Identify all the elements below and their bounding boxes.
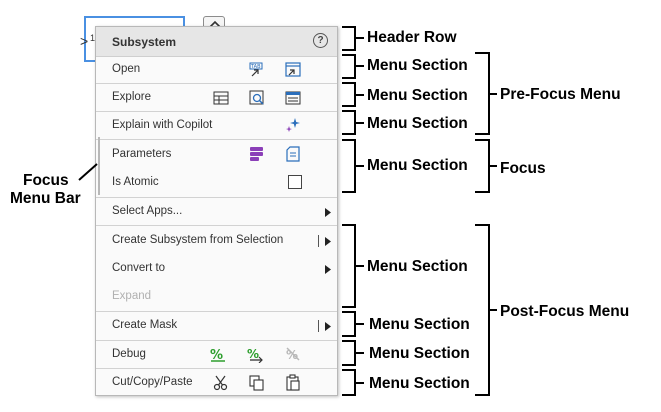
- menu-separator: [96, 311, 337, 312]
- bracket-focus-section: [342, 139, 356, 193]
- label-focus: Focus: [500, 160, 546, 177]
- model-explorer-icon[interactable]: [248, 89, 266, 107]
- open-in-window-icon[interactable]: [284, 61, 302, 79]
- bracket-copilot-section: [342, 110, 356, 135]
- menu-item-label: Debug: [112, 348, 146, 360]
- menu-item-select-apps[interactable]: Select Apps...: [96, 198, 337, 226]
- model-data-editor-icon[interactable]: [212, 89, 230, 107]
- property-inspector-icon[interactable]: [284, 89, 302, 107]
- menu-item-parameters[interactable]: Parameters: [96, 141, 337, 169]
- menu-item-cut-copy-paste[interactable]: Cut/Copy/Paste: [96, 369, 337, 397]
- label-menu-section-explore: Menu Section: [367, 87, 468, 104]
- label-menu-section-mask: Menu Section: [369, 316, 470, 333]
- menu-item-expand: Expand: [96, 283, 337, 311]
- bracket-pre-focus: [475, 52, 490, 135]
- menu-item-is-atomic[interactable]: Is Atomic: [96, 169, 337, 197]
- menu-item-label: Open: [112, 63, 141, 75]
- label-menu-section-clipboard: Menu Section: [369, 375, 470, 392]
- menu-separator: [96, 368, 337, 369]
- menu-separator: [96, 340, 337, 341]
- split-divider: [318, 235, 319, 247]
- svg-text:%: %: [247, 347, 259, 361]
- label-menu-section-open: Menu Section: [367, 57, 468, 74]
- label-post-focus-menu: Post-Focus Menu: [500, 303, 630, 320]
- focus-menu-bar: [98, 137, 100, 195]
- bracket-explore-section: [342, 82, 356, 107]
- menu-item-create-subsystem-from-selection[interactable]: Create Subsystem from Selection: [96, 227, 337, 255]
- focus-menu-bar-pointer: [78, 163, 98, 181]
- menu-separator: [96, 83, 337, 84]
- menu-item-label: Explain with Copilot: [112, 119, 213, 131]
- label-header-row: Header Row: [367, 29, 457, 46]
- menu-item-label: Create Subsystem from Selection: [112, 234, 284, 246]
- menu-item-create-mask[interactable]: Create Mask: [96, 312, 337, 340]
- chevron-up-icon: [209, 20, 221, 28]
- input-port-number: 1: [90, 33, 96, 43]
- bracket-open-section: [342, 54, 356, 79]
- bracket-debug-section: [342, 340, 356, 366]
- is-atomic-checkbox[interactable]: [288, 175, 302, 189]
- bracket-header-row: [342, 26, 356, 51]
- bracket-mask-section: [342, 311, 356, 337]
- svg-text:TAB: TAB: [250, 64, 261, 70]
- submenu-arrow-icon: [325, 265, 331, 274]
- menu-item-label: Cut/Copy/Paste: [112, 376, 193, 388]
- menu-item-label: Select Apps...: [112, 205, 183, 217]
- menu-item-label: Convert to: [112, 262, 166, 274]
- menu-item-label: Is Atomic: [112, 176, 159, 188]
- bracket-post-focus: [475, 224, 490, 396]
- label-menu-section-copilot: Menu Section: [367, 115, 468, 132]
- parameters-icon[interactable]: [248, 145, 266, 163]
- bracket-clipboard-section: [342, 369, 356, 396]
- input-port-arrow: >: [80, 33, 89, 49]
- menu-item-convert-to[interactable]: Convert to: [96, 255, 337, 283]
- menu-item-debug[interactable]: Debug % % %: [96, 341, 337, 369]
- bracket-focus: [475, 139, 490, 193]
- label-focus-menu-bar-line1: Focus: [23, 172, 69, 189]
- label-pre-focus-menu: Pre-Focus Menu: [500, 86, 621, 103]
- edit-document-icon[interactable]: [284, 145, 302, 163]
- menu-separator: [96, 197, 337, 198]
- context-menu: Subsystem ? Open TAB Explore: [95, 26, 338, 396]
- clear-breakpoints-icon: %: [286, 347, 300, 362]
- bracket-post-section-1: [342, 224, 356, 308]
- menu-separator: [96, 111, 337, 112]
- svg-text:%: %: [210, 348, 223, 363]
- help-icon[interactable]: ?: [313, 33, 328, 48]
- copy-icon[interactable]: [248, 374, 266, 392]
- menu-header-title: Subsystem: [112, 35, 177, 49]
- menu-separator: [96, 139, 337, 140]
- tab-open-icon[interactable]: TAB: [248, 61, 266, 79]
- menu-item-label: Explore: [112, 91, 151, 103]
- sparkle-icon: [286, 118, 300, 132]
- menu-item-explain-with-copilot[interactable]: Explain with Copilot: [96, 112, 337, 140]
- split-divider: [318, 320, 319, 332]
- paste-icon[interactable]: [284, 374, 302, 392]
- menu-item-label: Parameters: [112, 148, 172, 160]
- label-menu-section-post-1: Menu Section: [367, 258, 468, 275]
- label-focus-menu-bar-line2: Menu Bar: [10, 190, 81, 207]
- menu-item-label: Create Mask: [112, 319, 178, 331]
- label-menu-section-debug: Menu Section: [369, 345, 470, 362]
- cut-icon[interactable]: [212, 374, 230, 392]
- menu-header-row: Subsystem ?: [96, 27, 337, 57]
- menu-item-label: Expand: [112, 290, 152, 302]
- menu-item-open[interactable]: Open TAB: [96, 56, 337, 84]
- menu-item-explore[interactable]: Explore: [96, 84, 337, 112]
- submenu-arrow-icon[interactable]: [324, 322, 332, 331]
- add-breakpoint-icon[interactable]: %: [209, 345, 227, 363]
- svg-text:%: %: [286, 348, 298, 362]
- submenu-arrow-icon[interactable]: [324, 237, 332, 246]
- menu-separator: [96, 225, 337, 226]
- submenu-arrow-icon: [325, 208, 331, 217]
- label-menu-section-focus: Menu Section: [367, 157, 468, 174]
- step-breakpoint-icon[interactable]: %: [246, 345, 264, 363]
